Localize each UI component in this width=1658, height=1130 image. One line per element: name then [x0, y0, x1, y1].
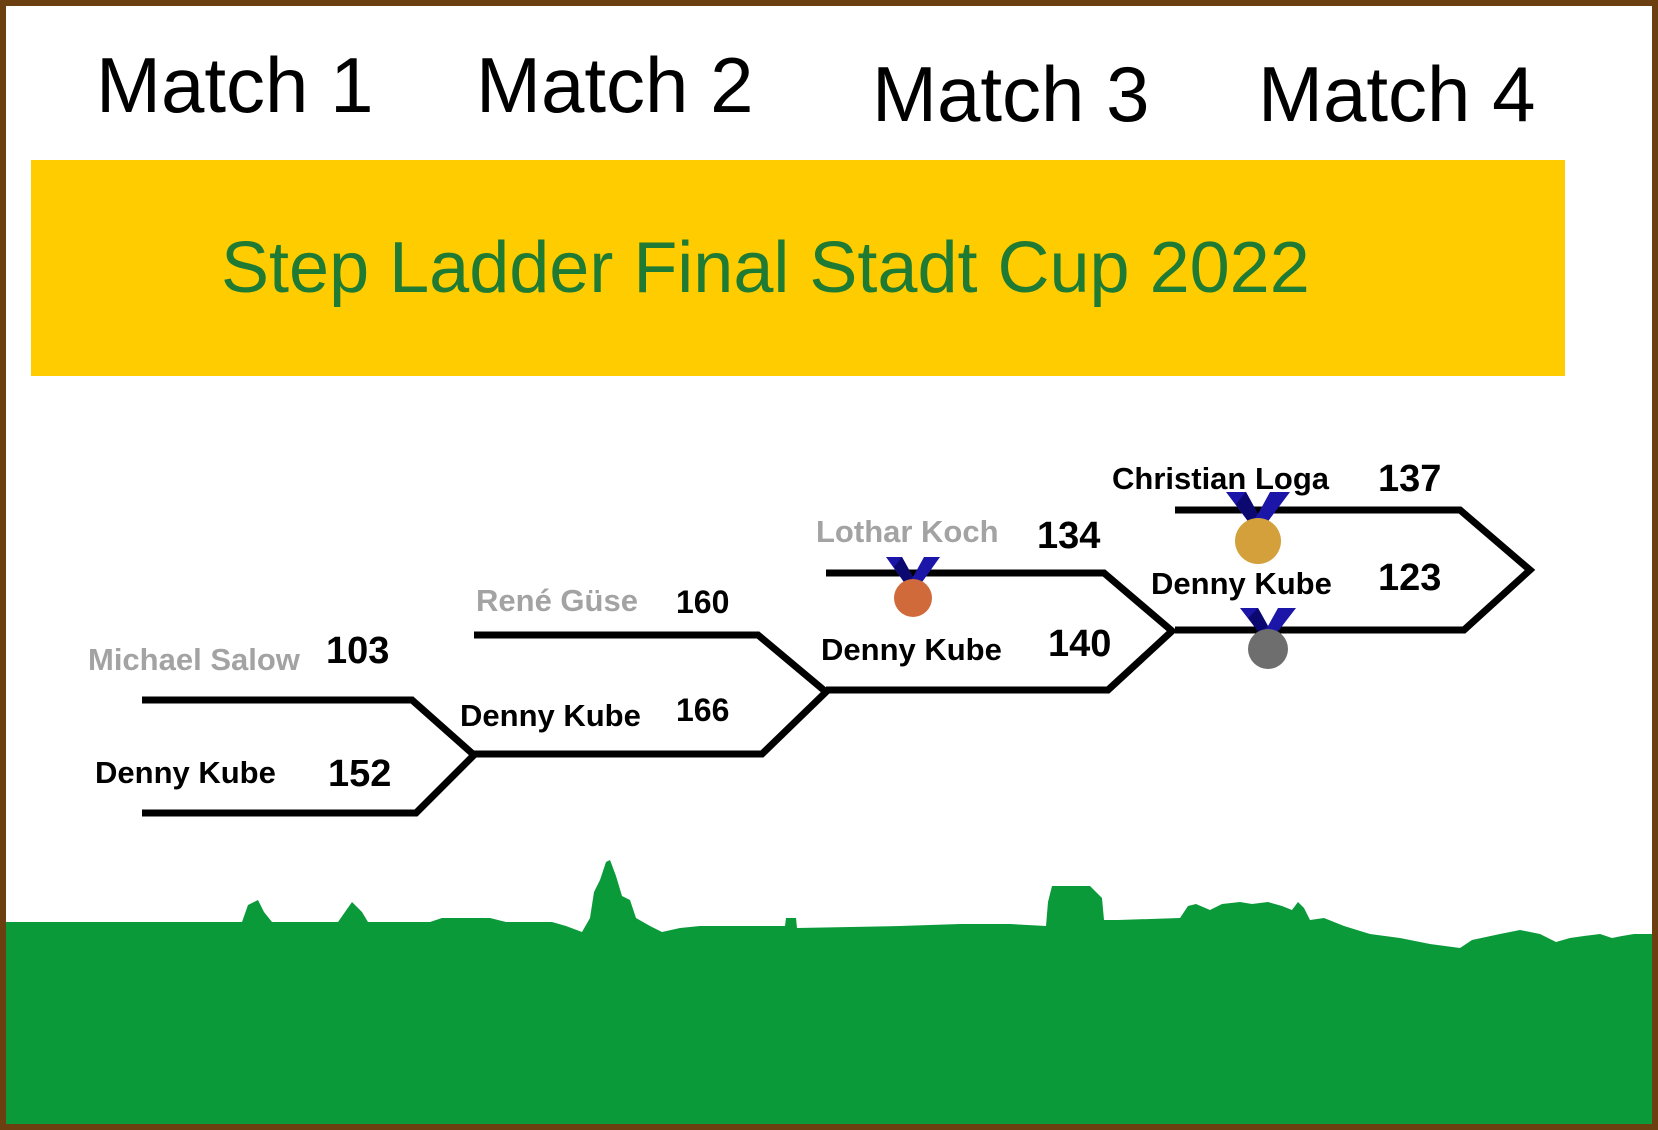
silver-medal-icon [1240, 608, 1296, 669]
match-4-bottom-player: Denny Kube [1151, 566, 1332, 601]
match-3-top-player: Lothar Koch [816, 514, 999, 549]
match-4-bracket [1175, 506, 1536, 634]
match-header-1: Match 1 [96, 41, 374, 129]
match-4-bottom-score: 123 [1378, 557, 1442, 599]
match-2-bottom-score: 166 [676, 692, 730, 728]
gold-medal-icon [1226, 492, 1290, 564]
match-3-bottom-player: Denny Kube [821, 632, 1002, 667]
match-1-bottom-score: 152 [328, 753, 392, 795]
match-2-top-player: René Güse [476, 583, 638, 618]
match-3-bottom-score: 140 [1048, 623, 1112, 665]
match-header-2: Match 2 [476, 41, 754, 129]
tournament-title: Step Ladder Final Stadt Cup 2022 [221, 228, 1310, 308]
bronze-medal-icon [886, 557, 940, 617]
match-4-top-player: Christian Loga [1112, 461, 1330, 496]
match-2-bottom-player: Denny Kube [460, 698, 641, 733]
match-header-4: Match 4 [1258, 50, 1536, 138]
match-3-bracket [826, 569, 1178, 694]
match-4-top-score: 137 [1378, 458, 1442, 500]
match-header-3: Match 3 [872, 50, 1150, 138]
match-3-top-score: 134 [1037, 515, 1101, 557]
match-2-top-score: 160 [676, 584, 730, 620]
match-1-bottom-player: Denny Kube [95, 755, 276, 790]
title-banner: Step Ladder Final Stadt Cup 2022 [31, 160, 1565, 376]
match-1-top-player: Michael Salow [88, 642, 300, 677]
match-1-top-score: 103 [326, 630, 390, 672]
